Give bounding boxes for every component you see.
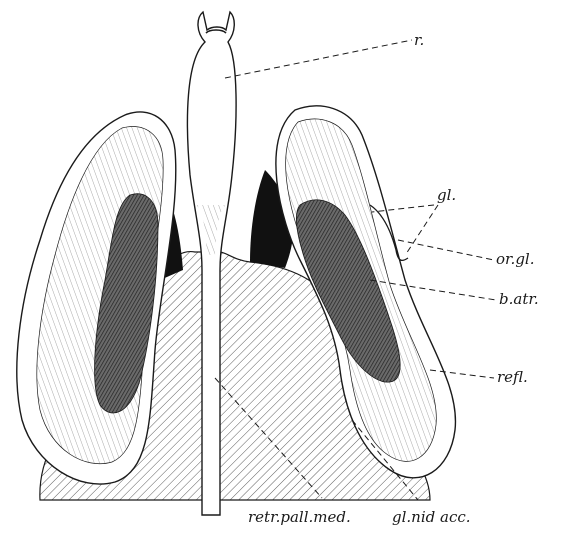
- label-gl: gl.: [437, 186, 456, 204]
- leader-r: [225, 40, 412, 78]
- leader-or-gl: [398, 240, 494, 260]
- label-retr-pall-med: retr.pall.med.: [248, 508, 351, 526]
- label-b-atr: b.atr.: [499, 290, 539, 308]
- leader-gl-2: [406, 205, 438, 254]
- label-gl-nid-acc: gl.nid acc.: [392, 508, 471, 526]
- label-r: r.: [414, 31, 424, 49]
- label-refl: refl.: [497, 368, 528, 386]
- label-or-gl: or.gl.: [496, 250, 535, 268]
